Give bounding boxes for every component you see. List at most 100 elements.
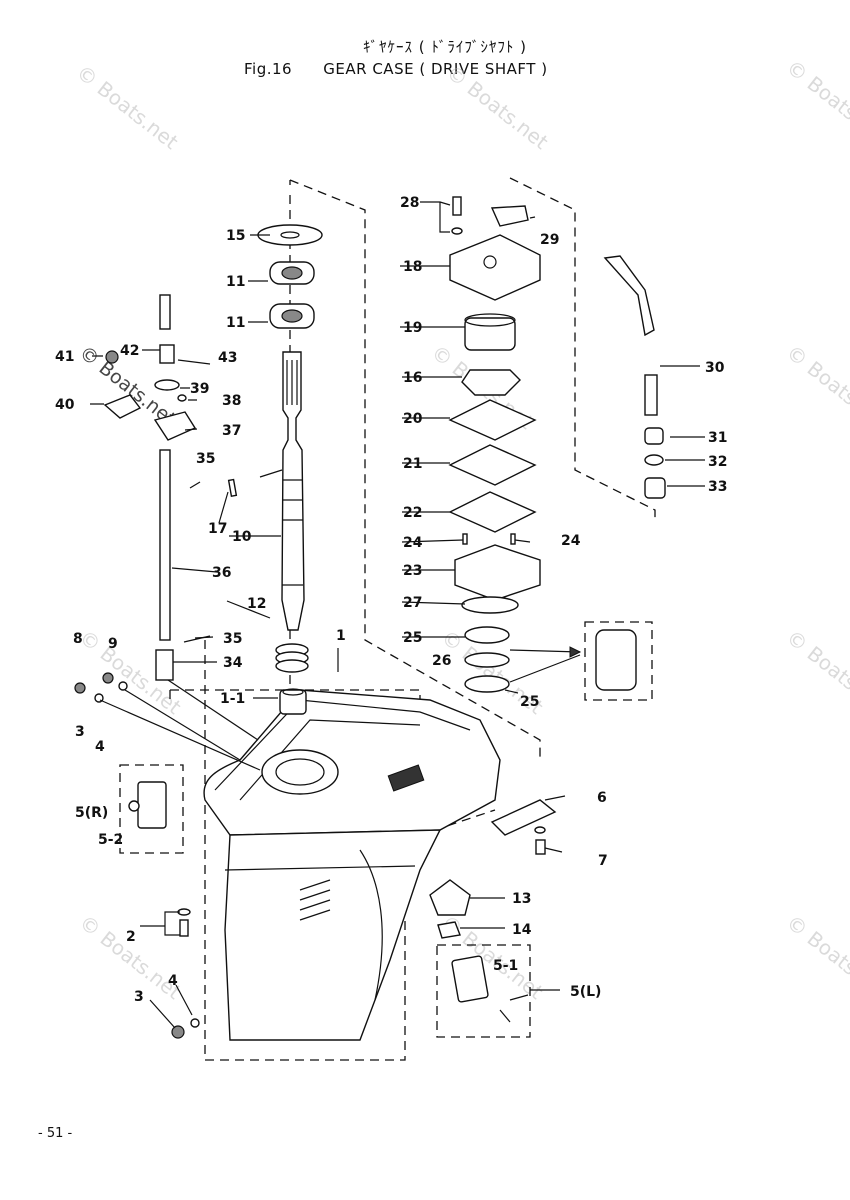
callout-27: 27 — [403, 595, 422, 611]
screw-41 — [105, 350, 119, 364]
callout-30: 30 — [705, 360, 725, 376]
watermark: © Boats.net — [72, 60, 183, 154]
callout-14: 14 — [512, 922, 532, 938]
anode-5l — [451, 955, 489, 1003]
callout-38: 38 — [222, 393, 241, 409]
washer-28 — [451, 227, 463, 235]
callout-29: 29 — [540, 232, 559, 248]
callout-5-1: 5-1 — [493, 958, 518, 974]
anode-5r — [137, 781, 167, 829]
connector-34 — [155, 649, 174, 681]
plate-21 — [448, 444, 537, 486]
watermark: © Boats.net — [782, 910, 850, 1004]
water-tube-assembly — [603, 255, 666, 499]
callout-15: 15 — [226, 228, 245, 244]
gear-case-vent-slots — [299, 879, 331, 921]
gear-and-anode-parts — [74, 672, 557, 1039]
callout-3-lower: 3 — [134, 989, 144, 1005]
o-ring-27 — [461, 596, 519, 614]
pin-35-upper — [189, 481, 201, 489]
watermark: © Boats.net — [75, 910, 186, 1004]
bushing-1-1 — [279, 688, 307, 715]
callout-11-upper: 11 — [226, 274, 245, 290]
callout-5-2: 5-2 — [98, 832, 123, 848]
callout-16: 16 — [403, 370, 422, 386]
bolt-5-2 — [128, 800, 140, 812]
o-ring-39 — [154, 379, 180, 391]
spring-12 — [275, 643, 309, 673]
callout-1-1: 1-1 — [220, 691, 245, 707]
callout-31: 31 — [708, 430, 727, 446]
detail-arrows — [569, 646, 582, 658]
callout-9: 9 — [108, 636, 118, 652]
seal-33 — [644, 477, 666, 499]
callout-2: 2 — [126, 929, 136, 945]
callout-34: 34 — [223, 655, 243, 671]
nut-3-upper — [74, 682, 86, 694]
callout-22: 22 — [403, 505, 422, 521]
ring-32 — [644, 454, 664, 466]
callout-labels: 15 11 11 10 17 12 1 1-1 28 29 18 19 16 2… — [55, 195, 727, 1005]
page-number: - 51 - — [38, 1126, 73, 1141]
diagram-title: Fig.16 GEAR CASE ( DRIVE SHAFT ) — [244, 60, 548, 78]
diagram-title-japanese: ｷﾞﾔｹｰｽ ( ﾄﾞﾗｲﾌﾞｼﾔﾌﾄ ) — [362, 38, 527, 56]
callout-1: 1 — [336, 628, 346, 644]
watermark: © Boats.net — [782, 55, 850, 149]
figure-number: Fig.16 — [244, 60, 293, 78]
callout-33: 33 — [708, 479, 727, 495]
callout-24-right: 24 — [561, 533, 581, 549]
seal-25-lower — [464, 675, 510, 693]
callout-19: 19 — [403, 320, 422, 336]
callout-4-lower: 4 — [168, 973, 178, 989]
shift-rod-top — [159, 294, 171, 330]
bolt-2 — [179, 919, 189, 937]
callout-26: 26 — [432, 653, 451, 669]
lever-37 — [153, 411, 197, 441]
plate-26 — [464, 652, 510, 668]
callout-23: 23 — [403, 563, 422, 579]
callout-13: 13 — [512, 891, 531, 907]
pin-24-right — [510, 533, 516, 545]
bearing-11-upper — [269, 261, 315, 285]
nut-8 — [102, 672, 114, 684]
washer-4-lower — [190, 1018, 200, 1028]
callout-41: 41 — [55, 349, 74, 365]
gear-case-housing — [203, 689, 501, 1041]
callout-3-upper: 3 — [75, 724, 85, 740]
nut-3-lower — [171, 1025, 185, 1039]
seal-25-upper — [464, 626, 510, 644]
callout-25-upper: 25 — [403, 630, 422, 646]
callout-11-lower: 11 — [226, 315, 245, 331]
callout-36: 36 — [212, 565, 231, 581]
drive-shaft-10 — [281, 351, 305, 631]
callout-25-lower: 25 — [520, 694, 539, 710]
callout-5r: 5(R) — [75, 805, 108, 821]
callout-6: 6 — [597, 790, 607, 806]
pinion-gear-13 — [429, 879, 471, 916]
callout-12: 12 — [247, 596, 266, 612]
callout-39: 39 — [190, 381, 209, 397]
water-pump-assembly — [448, 196, 637, 693]
pin-24-left — [462, 533, 468, 545]
callout-40: 40 — [55, 397, 75, 413]
anode-6 — [490, 799, 557, 836]
callout-42: 42 — [120, 343, 139, 359]
callout-10: 10 — [232, 529, 252, 545]
shift-rod-36 — [159, 449, 171, 641]
nut-14 — [437, 921, 461, 939]
callout-7: 7 — [598, 853, 608, 869]
callout-35-lower: 35 — [223, 631, 242, 647]
grommet-31 — [644, 427, 664, 445]
callout-8: 8 — [73, 631, 83, 647]
gasket-22 — [448, 491, 537, 533]
watermark: © Boats.net — [782, 625, 850, 719]
callout-43: 43 — [218, 350, 237, 366]
diagram-title-english: GEAR CASE ( DRIVE SHAFT ) — [323, 60, 548, 78]
ring-38 — [177, 394, 187, 402]
grommet-29 — [490, 205, 529, 227]
bolt-28 — [452, 196, 462, 216]
washer-9 — [118, 681, 128, 691]
leader-lines — [90, 201, 705, 1029]
bolt-7 — [535, 839, 546, 855]
